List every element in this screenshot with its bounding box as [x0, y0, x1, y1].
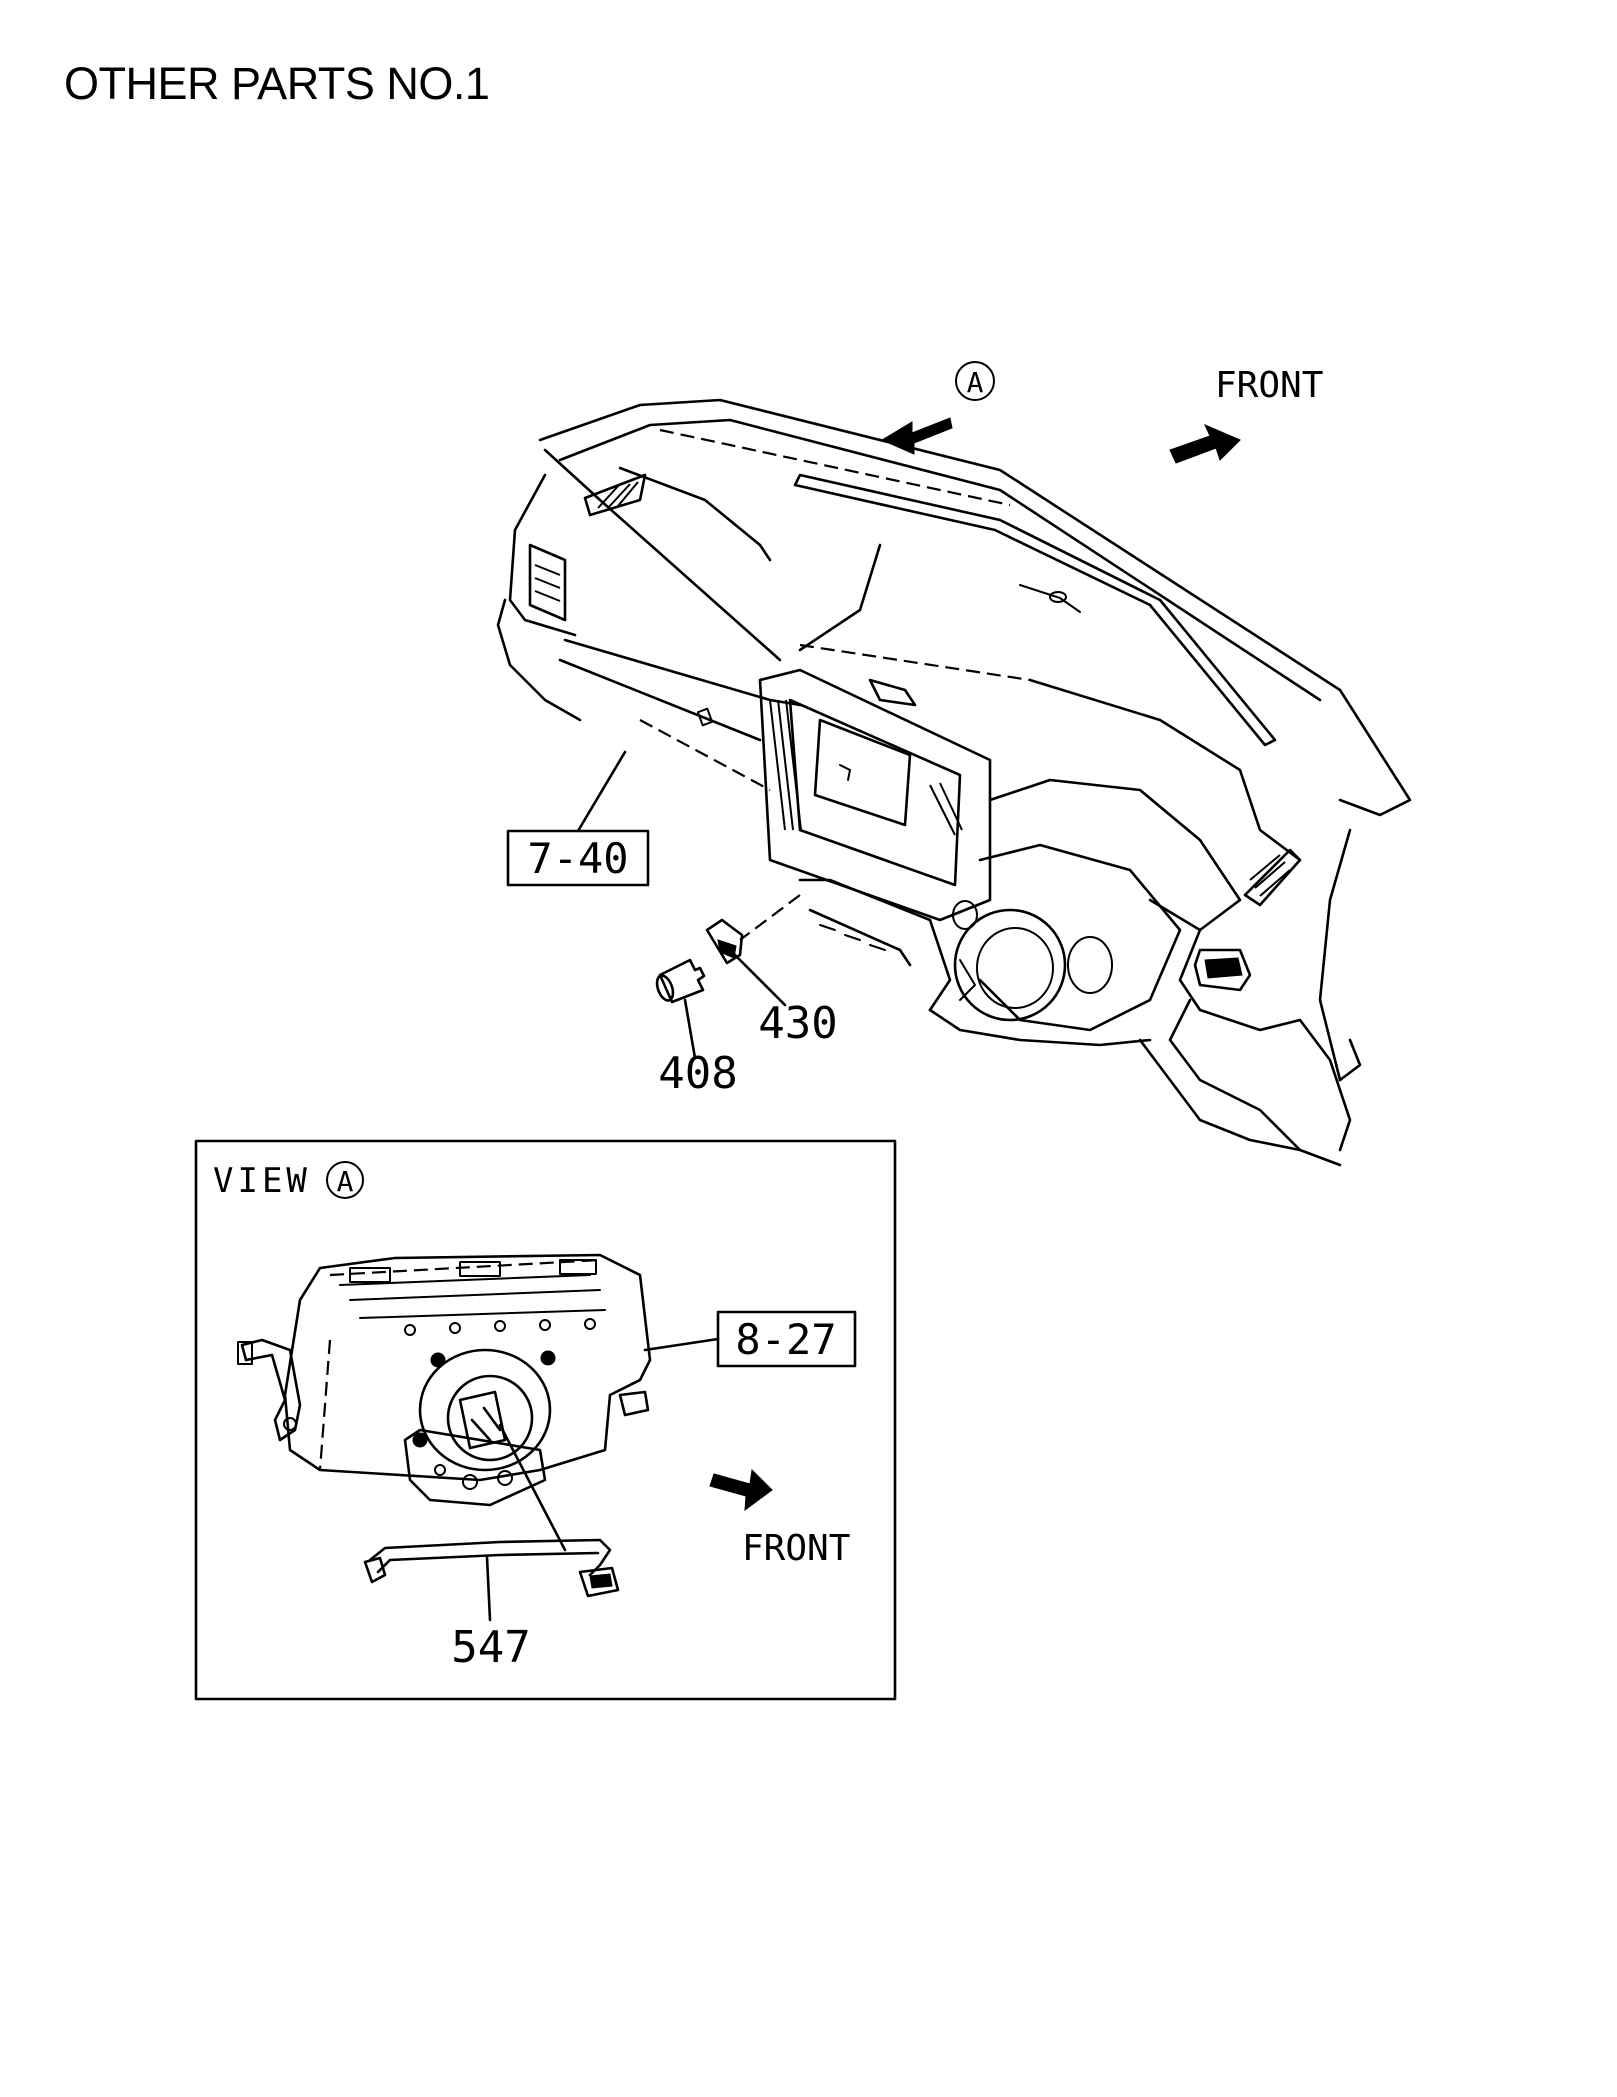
inset-front-label: FRONT	[742, 1528, 850, 1569]
part-547-drawing: 547	[363, 1423, 620, 1673]
view-a-marker-text: A	[967, 366, 984, 399]
front-arrow-icon	[1169, 424, 1241, 464]
front-label-top: FRONT	[1215, 365, 1323, 406]
ref-box-7-40: 7-40	[506, 750, 650, 887]
center-stack-drawing	[758, 668, 992, 922]
inset-front-arrow-icon	[709, 1468, 773, 1512]
inset-frame	[194, 1139, 897, 1701]
view-a-marker: A	[955, 361, 995, 401]
switch-unit-drawing	[237, 1253, 652, 1507]
meter-hood-drawing	[952, 778, 1302, 1032]
view-a-arrow-icon	[880, 417, 953, 455]
right-vent-icon	[1193, 948, 1252, 992]
ref-box-8-27: 8-27	[643, 1310, 857, 1368]
ref-box-8-27-text: 8-27	[735, 1315, 836, 1364]
part-number-408: 408	[658, 1048, 737, 1099]
instrument-panel-drawing	[496, 398, 1412, 1167]
inset-view-marker-circle	[326, 1161, 364, 1199]
inset-view-text: VIEW	[213, 1161, 311, 1201]
part-430-drawing: 430	[705, 918, 838, 1049]
part-408-drawing: 408	[655, 958, 738, 1099]
part-number-430: 430	[758, 998, 837, 1049]
part-number-547: 547	[451, 1622, 530, 1673]
left-vent-icon	[528, 473, 647, 622]
view-a-inset: VIEW A	[194, 1139, 897, 1701]
inset-view-marker: A	[337, 1165, 354, 1198]
ref-box-7-40-text: 7-40	[527, 834, 628, 883]
page-title: OTHER PARTS NO.1	[64, 58, 490, 109]
